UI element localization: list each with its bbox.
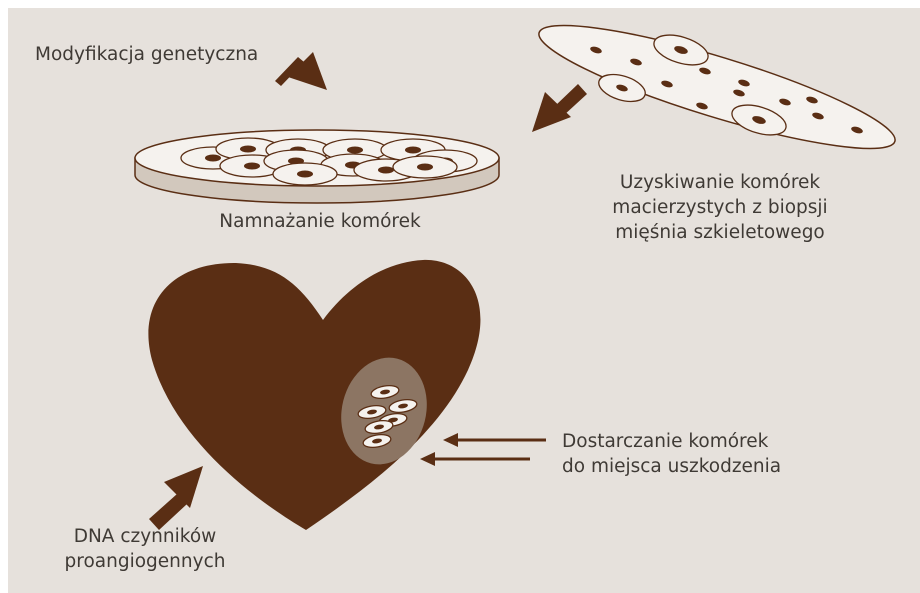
arrow-genetic-modification-icon (274, 52, 327, 90)
cell-icon (393, 156, 457, 178)
muscle-biopsy-icon (530, 4, 903, 170)
cell-icon (273, 163, 337, 185)
heart-icon (148, 260, 480, 530)
label-delivery: Dostarczanie komórek do miejsca uszkodze… (562, 429, 781, 479)
label-cell-multiplication: Namnażanie komórek (170, 209, 470, 234)
arrow-biopsy-to-dish-icon (532, 84, 587, 132)
label-dna-factors: DNA czynników proangiogennych (25, 524, 265, 574)
arrow-dna-factors-icon (149, 466, 203, 530)
label-stem-cells-line-1: Uzyskiwanie komórek (570, 170, 870, 195)
label-dna-factors-line-1: DNA czynników (25, 524, 265, 549)
label-delivery-line-1: Dostarczanie komórek (562, 429, 781, 454)
label-stem-cells: Uzyskiwanie komórek macierzystych z biop… (570, 170, 870, 245)
arrow-delivery-icon (420, 433, 546, 466)
label-stem-cells-line-3: mięśnia szkieletowego (570, 220, 870, 245)
label-dna-factors-line-2: proangiogennych (25, 549, 265, 574)
petri-dish-icon (135, 130, 499, 203)
label-genetic-modification: Modyfikacja genetyczna (35, 42, 258, 67)
label-stem-cells-line-2: macierzystych z biopsji (570, 195, 870, 220)
label-delivery-line-2: do miejsca uszkodzenia (562, 454, 781, 479)
